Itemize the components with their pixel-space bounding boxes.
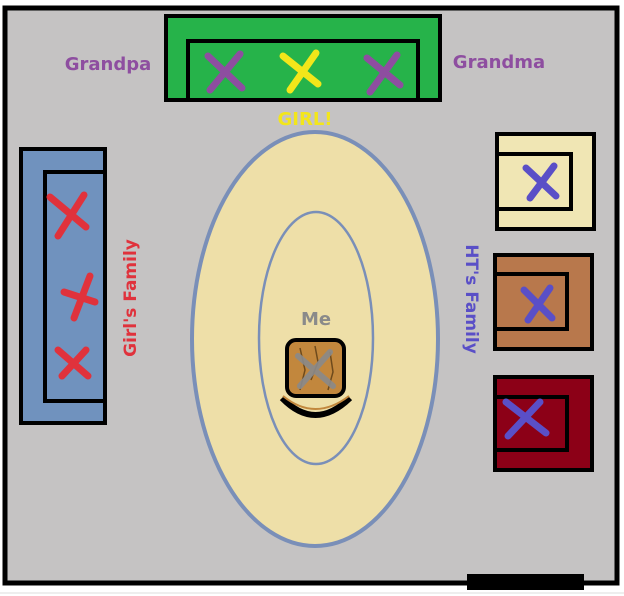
x-mark-icon (502, 398, 550, 440)
x-mark-icon (46, 191, 90, 240)
x-mark-icon (522, 162, 560, 202)
x-mark-icon (54, 346, 92, 380)
me-label: Me (301, 309, 331, 330)
ht-family-label: HT's Family (461, 244, 481, 354)
x-mark-icon (279, 49, 322, 94)
doorway (467, 574, 584, 590)
x-mark-icon (60, 272, 99, 322)
girls-family-label: Girl's Family (121, 239, 141, 357)
girl-label: GIRL! (277, 109, 332, 130)
x-mark-icon (295, 349, 336, 389)
inner-rug-ring (257, 210, 375, 466)
cream-chair (495, 132, 596, 231)
x-mark-icon (363, 51, 404, 96)
x-mark-icon (204, 50, 246, 94)
x-mark-icon (520, 284, 556, 324)
blue-couch (19, 147, 107, 425)
red-chair (493, 375, 594, 472)
grandma-label: Grandma (453, 52, 545, 73)
grandpa-label: Grandpa (65, 54, 152, 75)
